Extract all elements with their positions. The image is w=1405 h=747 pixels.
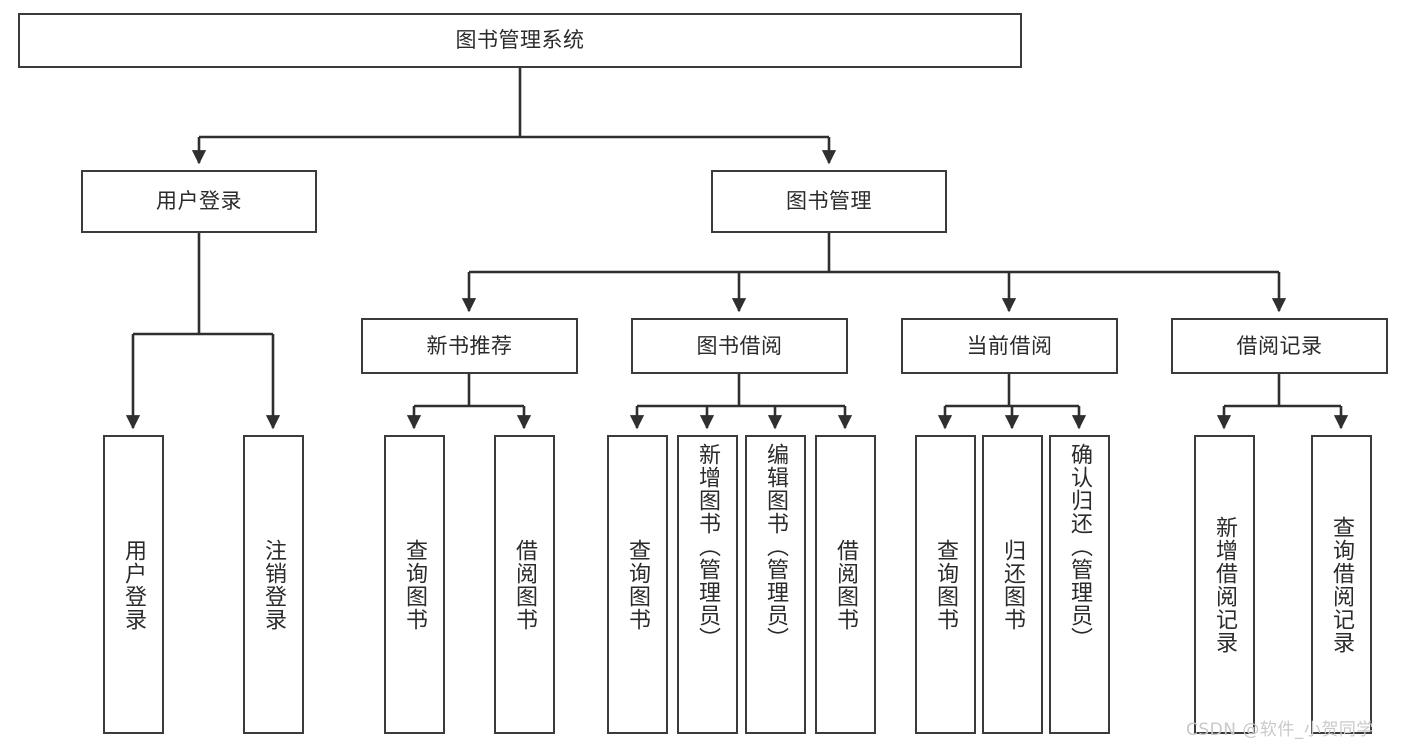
node-leaf-confirm-return[interactable]: 确认归还（管理员） xyxy=(1049,435,1110,734)
node-label: 新增图书（管理员） xyxy=(695,443,721,650)
node-new-book-recommend[interactable]: 新书推荐 xyxy=(361,318,578,374)
node-user-login[interactable]: 用户登录 xyxy=(81,170,317,233)
node-label: 查询图书 xyxy=(625,538,651,631)
node-label: 归还图书 xyxy=(1000,538,1026,631)
node-label: 当前借阅 xyxy=(966,333,1053,358)
node-label: 借阅图书 xyxy=(833,538,859,631)
node-label: 借阅记录 xyxy=(1236,333,1323,358)
node-leaf-query-book-1[interactable]: 查询图书 xyxy=(384,435,445,734)
node-label: 图书借阅 xyxy=(696,333,783,358)
node-leaf-return-book[interactable]: 归还图书 xyxy=(982,435,1043,734)
node-label: 编辑图书（管理员） xyxy=(763,443,789,650)
node-leaf-query-borrow-record[interactable]: 查询借阅记录 xyxy=(1311,435,1372,734)
node-leaf-edit-book[interactable]: 编辑图书（管理员） xyxy=(745,435,806,734)
node-label: 用户登录 xyxy=(121,538,147,631)
node-leaf-borrow-book-1[interactable]: 借阅图书 xyxy=(494,435,555,734)
node-leaf-add-borrow-record[interactable]: 新增借阅记录 xyxy=(1194,435,1255,734)
node-root-system[interactable]: 图书管理系统 xyxy=(18,13,1022,68)
node-label: 图书管理系统 xyxy=(455,28,585,53)
node-label: 借阅图书 xyxy=(512,538,538,631)
node-book-borrow[interactable]: 图书借阅 xyxy=(631,318,848,374)
node-leaf-borrow-book-2[interactable]: 借阅图书 xyxy=(815,435,876,734)
node-label: 注销登录 xyxy=(261,538,287,631)
node-label: 查询图书 xyxy=(402,538,428,631)
node-label: 用户登录 xyxy=(156,189,242,214)
node-current-borrow[interactable]: 当前借阅 xyxy=(901,318,1118,374)
node-label: 查询借阅记录 xyxy=(1329,515,1355,654)
node-leaf-query-book-3[interactable]: 查询图书 xyxy=(915,435,976,734)
node-leaf-query-book-2[interactable]: 查询图书 xyxy=(607,435,668,734)
node-label: 确认归还（管理员） xyxy=(1067,443,1093,650)
node-leaf-logout[interactable]: 注销登录 xyxy=(243,435,304,734)
node-borrow-record[interactable]: 借阅记录 xyxy=(1171,318,1388,374)
node-book-manage[interactable]: 图书管理 xyxy=(711,170,947,233)
node-label: 新增借阅记录 xyxy=(1212,515,1238,654)
csdn-watermark: CSDN @软件_小贺同学 xyxy=(1186,720,1374,740)
node-label: 查询图书 xyxy=(933,538,959,631)
node-label: 图书管理 xyxy=(786,189,872,214)
node-label: 新书推荐 xyxy=(426,333,513,358)
node-leaf-user-login[interactable]: 用户登录 xyxy=(103,435,164,734)
node-leaf-add-book[interactable]: 新增图书（管理员） xyxy=(677,435,738,734)
